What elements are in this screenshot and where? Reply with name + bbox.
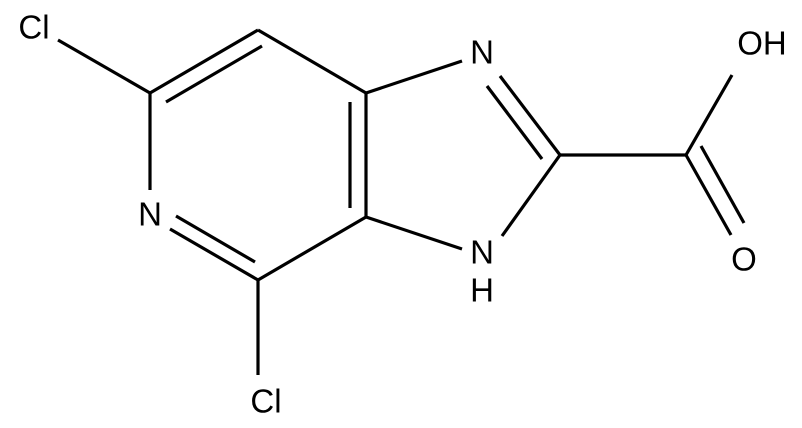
bond-c4-n5 xyxy=(169,227,259,282)
atom-o-carbonyl: O xyxy=(731,241,757,278)
bond-c7a-n1 xyxy=(365,59,463,95)
bond-cacid-o xyxy=(684,154,733,236)
bond-c3a-c4 xyxy=(257,215,367,282)
atom-cl-bottom: Cl xyxy=(250,383,281,420)
atom-n-imidazole: N xyxy=(470,34,494,71)
atom-label-layer: Cl N Cl N N H OH O xyxy=(18,9,786,420)
bond-layer xyxy=(57,28,746,375)
bond-c2-n3 xyxy=(500,154,562,237)
bond-cl-c6 xyxy=(57,38,151,95)
bond-cacid-oh xyxy=(684,74,734,156)
bond-n3-c3a xyxy=(365,215,463,251)
atom-cl-top: Cl xyxy=(18,9,49,46)
atom-oh: OH xyxy=(737,25,787,62)
bond-c7-c7a xyxy=(257,28,367,95)
atom-nh-h: H xyxy=(470,272,494,309)
bond-n1-c2 xyxy=(498,75,562,156)
atom-nh-n: N xyxy=(470,234,494,271)
bond-c6-c7-inner xyxy=(165,44,263,104)
atom-n-pyridine: N xyxy=(138,196,162,233)
bond-c4-n5-inner xyxy=(175,214,256,264)
bond-cacid-o-inner xyxy=(699,145,746,224)
bond-c6-c7 xyxy=(149,28,259,95)
bond-n1-c2-inner xyxy=(485,85,544,160)
